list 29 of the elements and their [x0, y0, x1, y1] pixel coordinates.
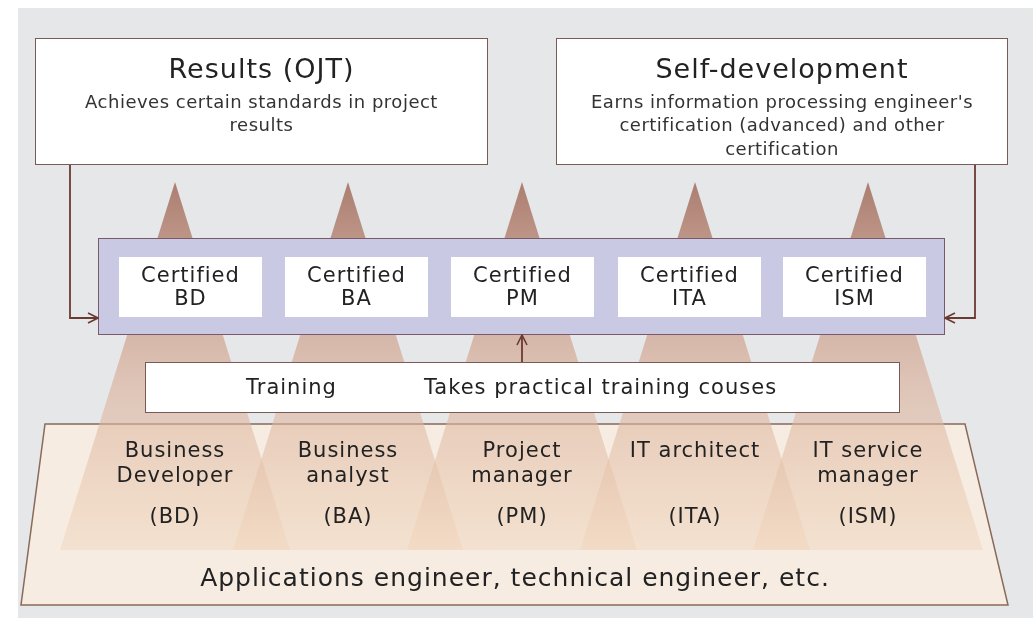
role-name: Business analyst [296, 438, 400, 489]
box-title: Self-development [655, 53, 909, 84]
certification-box: Certified BD [119, 257, 262, 317]
arrow [69, 164, 99, 324]
role-abbreviation: (BA) [323, 504, 373, 528]
box-title: Results (OJT) [168, 53, 355, 84]
certification-box: Certified PM [451, 257, 594, 317]
training-bar [145, 362, 900, 413]
role-name: Project manager [470, 438, 574, 489]
box-description: Achieves certain standards in project results [84, 90, 439, 137]
certification-box: Certified BA [285, 257, 428, 317]
role-name: IT architect [628, 438, 762, 464]
role-name: IT service manager [811, 438, 925, 489]
box-description: Earns information processing engineer's certification (advanced) and other certification [590, 90, 974, 161]
platform-label: Applications engineer, technical engineer, etc. [200, 563, 830, 592]
role-abbreviation: (ITA) [668, 504, 722, 528]
certification-box: Certified ITA [618, 257, 761, 317]
role-abbreviation: (BD) [149, 504, 201, 528]
arrow [944, 164, 976, 324]
arrow [516, 334, 528, 363]
role-name: Business Developer [115, 438, 235, 489]
bar-label: Training [246, 375, 337, 399]
bar-description: Takes practical training couses [424, 375, 778, 399]
text-box [556, 38, 1008, 165]
role-abbreviation: (PM) [496, 504, 548, 528]
certification-box: Certified ISM [783, 257, 926, 317]
certification-band [98, 238, 945, 335]
role-abbreviation: (ISM) [838, 504, 898, 528]
text-box [35, 38, 488, 165]
